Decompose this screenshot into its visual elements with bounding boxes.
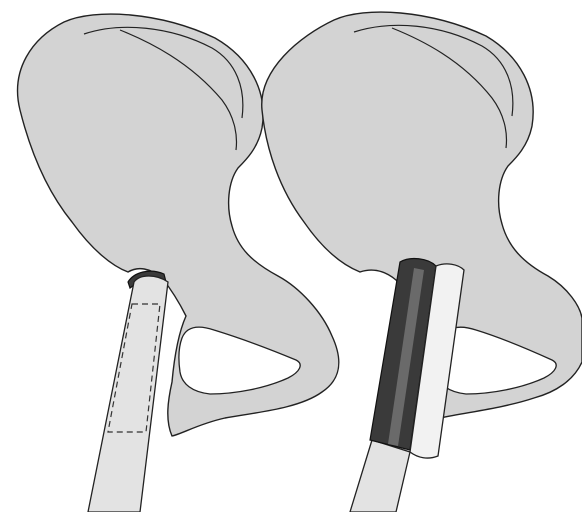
left-femur: [88, 276, 168, 512]
right-femur: [350, 440, 410, 512]
right-panel: [262, 12, 582, 512]
